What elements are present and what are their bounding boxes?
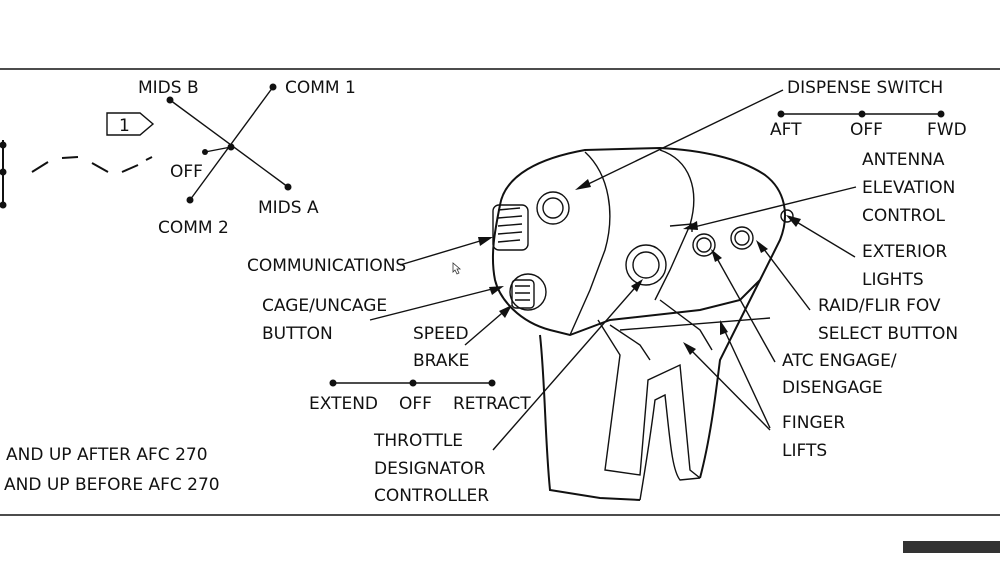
dispense-switch-scale (777, 110, 945, 118)
label-finger-2: LIFTS (782, 441, 827, 461)
label-retract: RETRACT (453, 394, 531, 414)
label-cage-2: BUTTON (262, 324, 333, 344)
label-raid-2: SELECT BUTTON (818, 324, 958, 344)
label-speed-1: SPEED (413, 324, 469, 344)
label-aft: AFT (770, 120, 802, 140)
label-off-dispense: OFF (850, 120, 883, 140)
label-tdc-1: THROTTLE (373, 431, 463, 451)
label-finger-1: FINGER (782, 413, 845, 433)
label-antenna-2: ELEVATION (862, 178, 955, 198)
note-flag-number: 1 (119, 116, 130, 136)
progress-bar (903, 541, 1000, 553)
note-before-afc: AND UP BEFORE AFC 270 (4, 475, 220, 495)
label-tdc-3: CONTROLLER (374, 486, 489, 506)
label-exterior-1: EXTERIOR (862, 242, 947, 262)
note-after-afc: AND UP AFTER AFC 270 (6, 445, 208, 465)
label-mids-a: MIDS A (258, 198, 319, 218)
label-atc-2: DISENGAGE (782, 378, 883, 398)
left-edge-fragment (0, 140, 153, 209)
mids-comm-switch (166, 83, 292, 204)
throttle-body (491, 146, 794, 501)
label-comm-2: COMM 2 (158, 218, 229, 238)
note-flag (106, 112, 155, 136)
label-speed-2: BRAKE (413, 351, 469, 371)
label-antenna-1: ANTENNA (862, 150, 945, 170)
label-off-brake: OFF (399, 394, 432, 414)
label-extend: EXTEND (309, 394, 378, 414)
label-antenna-3: CONTROL (862, 206, 946, 226)
label-atc-1: ATC ENGAGE/ (782, 351, 897, 371)
label-off-switch: OFF (170, 162, 203, 182)
label-fwd: FWD (927, 120, 967, 140)
label-exterior-2: LIGHTS (862, 270, 924, 290)
label-comm-1: COMM 1 (285, 78, 356, 98)
label-cage-1: CAGE/UNCAGE (262, 296, 387, 316)
leader-lines (369, 89, 857, 451)
mouse-cursor (452, 262, 462, 275)
label-raid-1: RAID/FLIR FOV (818, 296, 941, 316)
speed-brake-scale (329, 379, 496, 387)
label-communications: COMMUNICATIONS (247, 256, 406, 276)
label-tdc-2: DESIGNATOR (374, 459, 486, 479)
label-dispense-switch: DISPENSE SWITCH (787, 78, 943, 98)
label-mids-b: MIDS B (138, 78, 199, 98)
